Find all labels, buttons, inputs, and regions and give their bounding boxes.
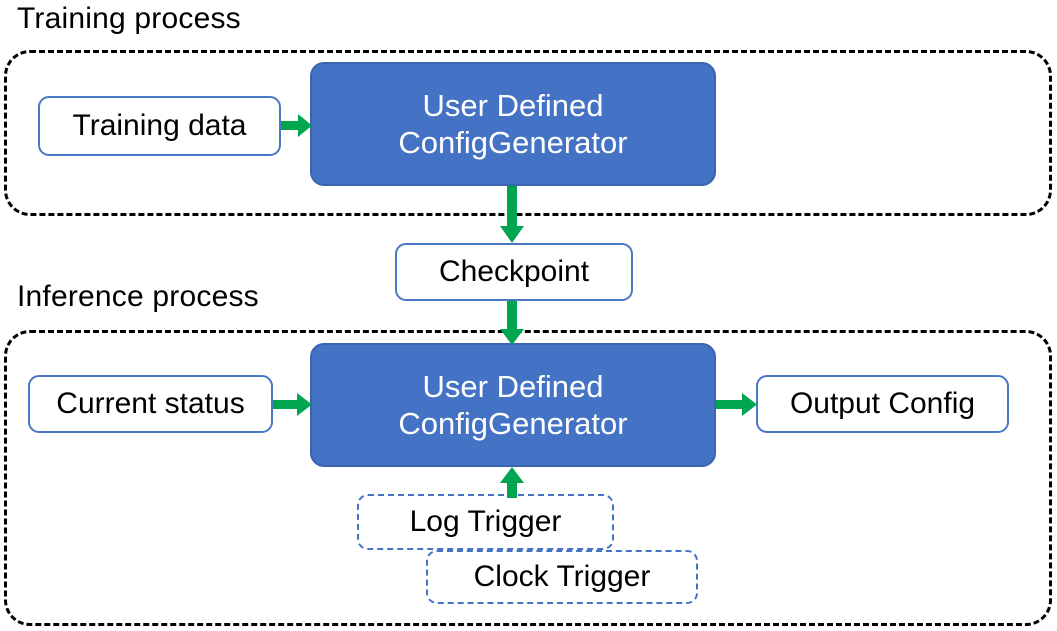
node-checkpoint[interactable]: Checkpoint xyxy=(395,243,633,301)
node-infer-config-generator-label-line1: User Defined xyxy=(422,369,604,404)
node-log-trigger[interactable]: Log Trigger xyxy=(357,494,614,550)
node-infer-config-generator-label-line2: ConfigGenerator xyxy=(398,406,628,441)
node-infer-config-generator-text: User Defined ConfigGenerator xyxy=(398,368,627,442)
inference-process-container xyxy=(4,330,1052,626)
inference-process-caption: Inference process xyxy=(17,280,259,313)
node-log-trigger-label: Log Trigger xyxy=(409,505,562,538)
arrow-current-status-to-config-generator xyxy=(273,391,313,419)
node-clock-trigger[interactable]: Clock Trigger xyxy=(426,550,698,604)
node-output-config[interactable]: Output Config xyxy=(756,375,1009,433)
arrow-triggers-to-config-generator xyxy=(498,467,526,499)
node-train-config-generator-label-line1: User Defined xyxy=(422,88,604,123)
node-training-data-label: Training data xyxy=(72,109,247,142)
node-current-status[interactable]: Current status xyxy=(28,375,273,433)
arrow-training-data-to-config-generator xyxy=(281,112,313,140)
node-checkpoint-label: Checkpoint xyxy=(438,255,590,288)
node-training-data[interactable]: Training data xyxy=(38,96,281,156)
node-current-status-label: Current status xyxy=(56,387,245,420)
node-clock-trigger-label: Clock Trigger xyxy=(473,560,651,593)
node-train-config-generator-label-line2: ConfigGenerator xyxy=(398,125,628,160)
node-train-config-generator-text: User Defined ConfigGenerator xyxy=(398,87,627,161)
node-infer-config-generator[interactable]: User Defined ConfigGenerator xyxy=(310,343,716,467)
arrow-config-generator-to-checkpoint xyxy=(498,186,526,244)
node-train-config-generator[interactable]: User Defined ConfigGenerator xyxy=(310,62,716,186)
training-process-container xyxy=(4,50,1052,216)
node-output-config-label: Output Config xyxy=(789,387,976,420)
arrow-config-generator-to-output-config xyxy=(716,391,758,419)
training-process-caption: Training process xyxy=(17,2,241,35)
arrow-checkpoint-to-inference-config-generator xyxy=(498,301,526,346)
